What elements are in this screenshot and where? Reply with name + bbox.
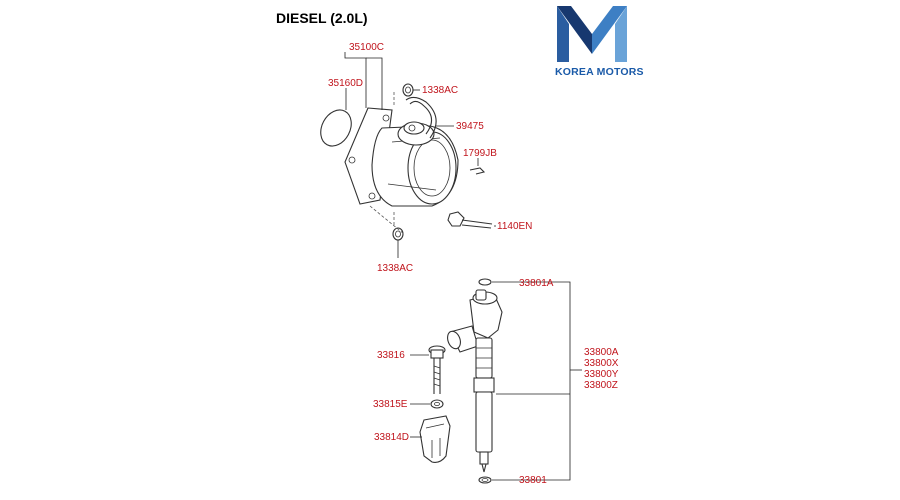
- clip-part: [469, 167, 486, 175]
- brand-name: KOREA MOTORS: [555, 66, 644, 78]
- callout-clamp-bolt: 33816: [377, 350, 405, 361]
- fuel-injector: [447, 289, 503, 473]
- callout-gasket: 35160D: [328, 78, 364, 89]
- washer-part: [430, 399, 444, 409]
- km-chevron-logo-icon: [557, 6, 627, 62]
- nut-top: [402, 83, 414, 97]
- nut-bottom: [392, 227, 404, 241]
- callout-injector-z: 33800Z: [584, 380, 618, 391]
- gasket-ring: [320, 109, 352, 147]
- clamp-bolt: [428, 345, 446, 394]
- seal-bottom: [478, 476, 492, 484]
- bolt-part: [447, 211, 493, 229]
- injector-clamp: [419, 415, 451, 463]
- callout-injector-y: 33800Y: [584, 369, 619, 380]
- callout-hose: 39475: [456, 121, 484, 132]
- callout-egr-assembly: 35100C: [349, 42, 385, 53]
- callout-seal-bottom: 33801: [519, 475, 547, 486]
- callout-bolt: 1140EN: [497, 221, 533, 232]
- egr-valve-assembly: [344, 96, 459, 207]
- callout-clamp: 33814D: [374, 432, 410, 443]
- callout-nut-top: 1338AC: [422, 85, 459, 96]
- callout-oring-top: 33801A: [519, 278, 554, 289]
- callout-injector-x: 33800X: [584, 358, 619, 369]
- callout-clip: 1799JB: [463, 148, 497, 159]
- oring-top: [478, 278, 492, 286]
- callout-washer: 33815E: [373, 399, 408, 410]
- diagram-title: DIESEL (2.0L): [276, 10, 368, 26]
- callout-nut-bottom: 1338AC: [377, 263, 414, 274]
- callout-injector-a: 33800A: [584, 347, 619, 358]
